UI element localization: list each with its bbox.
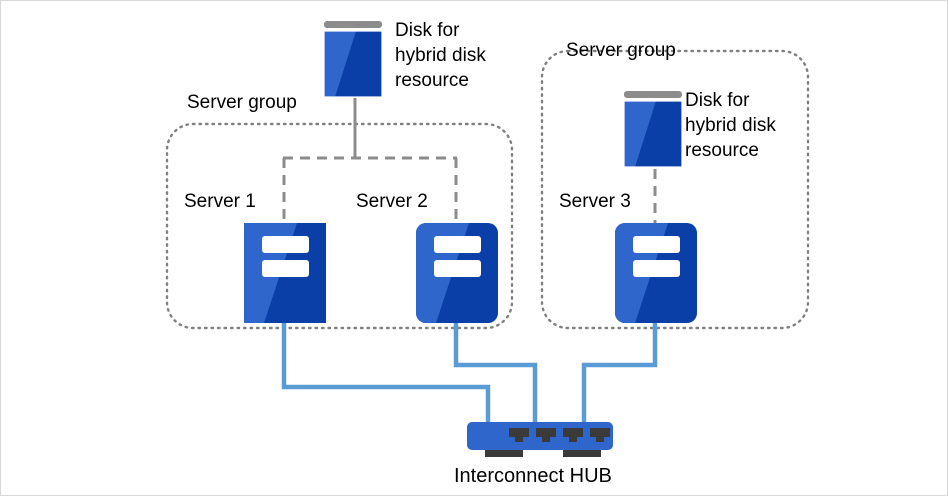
hub-icon: [467, 422, 613, 457]
hub-port-2: [536, 428, 556, 442]
server-1-label: Server 1: [184, 191, 256, 212]
hub-port-3: [563, 428, 583, 442]
disk-shared-label: Disk for hybrid disk resource: [395, 20, 486, 91]
server-3-label: Server 3: [559, 191, 631, 212]
server-icon-1: [244, 223, 326, 323]
disk-icon-shared: [323, 21, 383, 98]
server-group-left-box: [165, 122, 514, 330]
network-cable-server2: [453, 318, 538, 428]
server-group-right-label: Server group: [566, 40, 676, 61]
network-cable-server1: [281, 318, 491, 428]
server-icon-2: [416, 223, 498, 323]
network-cable-server3: [581, 318, 658, 428]
hub-port-1: [509, 428, 529, 442]
hub-foot-right: [563, 447, 601, 457]
server-2-label: Server 2: [356, 191, 428, 212]
hub-foot-left: [485, 447, 523, 457]
hub-ports: [509, 428, 610, 442]
server-icon-3: [615, 223, 697, 323]
hub-port-4: [590, 428, 610, 442]
server-group-left-label: Server group: [187, 92, 297, 113]
hub-label: Interconnect HUB: [454, 465, 612, 487]
disk-icon-right: [623, 91, 683, 168]
disk-right-label: Disk for hybrid disk resource: [685, 90, 776, 161]
